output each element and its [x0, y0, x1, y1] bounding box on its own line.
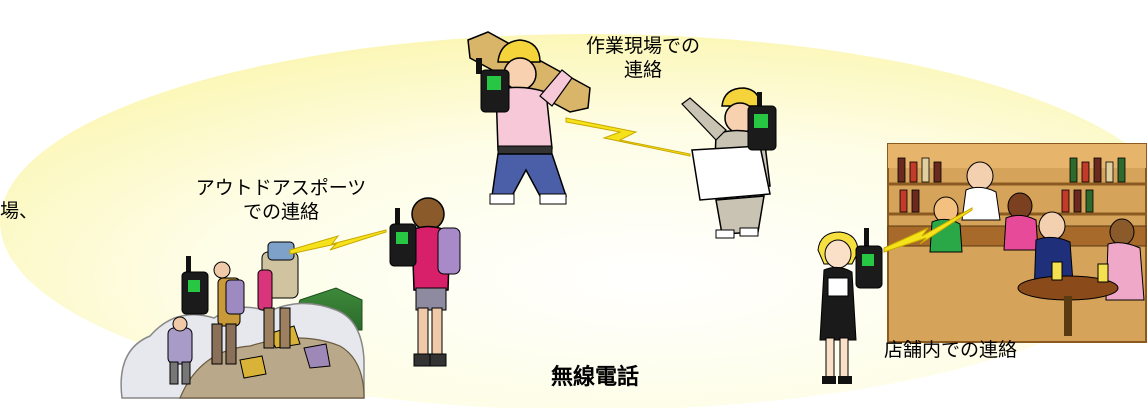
radio-icon: [855, 228, 883, 289]
lightning-icon: [565, 117, 691, 157]
radio-icon: [476, 58, 510, 113]
label-outdoor-communication: アウトドアスポーツ での連絡: [166, 176, 396, 224]
climber-figure: [411, 197, 461, 367]
label-store-communication: 店舗内での連絡: [884, 339, 1018, 361]
diagram-title: 無線電話: [550, 365, 639, 390]
label-worksite-line1: 作業現場での: [585, 35, 700, 57]
radio-icon: [181, 256, 209, 315]
radio-icon: [389, 208, 417, 267]
lightning-icon: [289, 229, 387, 255]
label-outdoor-line2: での連絡: [242, 201, 319, 223]
label-worksite-line2: 連絡: [623, 59, 662, 81]
hiker-figures: [167, 241, 299, 385]
label-worksite-communication: 作業現場での 連絡: [548, 34, 738, 82]
waitress-figure: [817, 231, 859, 384]
label-outdoor-line1: アウトドアスポーツ: [195, 177, 367, 199]
radio-icon: [747, 92, 777, 151]
label-left-fragment: 場、: [0, 200, 39, 222]
lightning-icon: [883, 207, 973, 253]
bar-interior-scene: [887, 143, 1147, 343]
